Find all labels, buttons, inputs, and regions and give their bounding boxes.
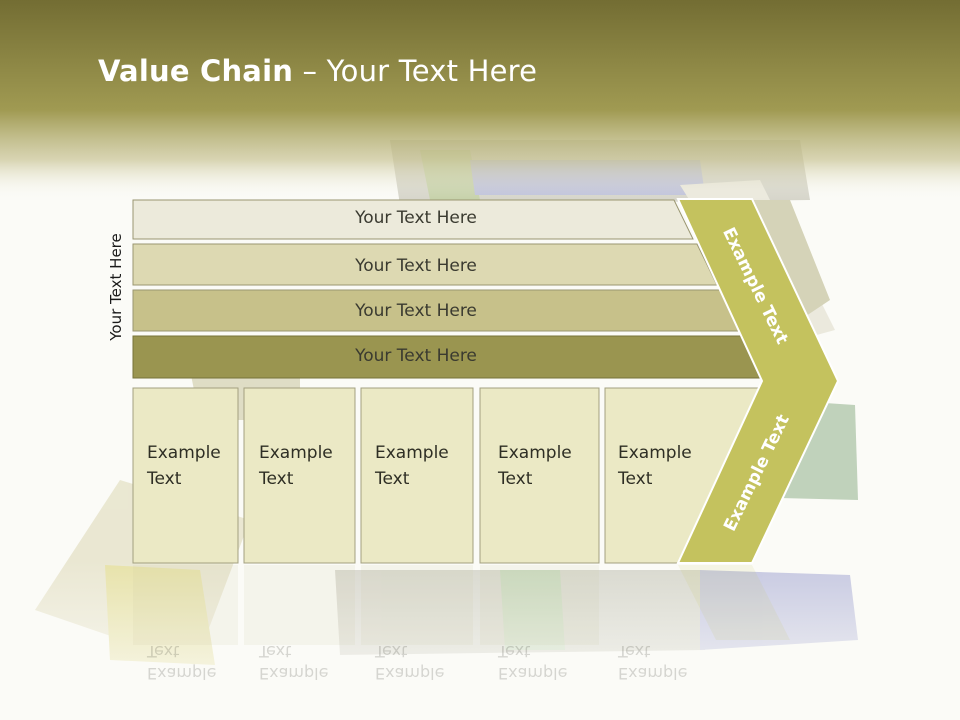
reflection-line1: Example bbox=[498, 664, 568, 683]
reflection-text-4: Example Text bbox=[498, 640, 567, 684]
row-bar-1 bbox=[132, 199, 694, 240]
reflection-line1: Example bbox=[375, 664, 445, 683]
slide-title: Value Chain – Your Text Here bbox=[98, 54, 537, 88]
reflection-line1: Example bbox=[147, 664, 217, 683]
reflection-line2: Text bbox=[147, 642, 180, 661]
column-text-2-line1: Example bbox=[259, 443, 333, 463]
row-label-4: Your Text Here bbox=[355, 346, 477, 366]
column-text-5-line2: Text bbox=[618, 469, 653, 489]
row-label-2: Your Text Here bbox=[355, 256, 477, 276]
primary-columns bbox=[132, 387, 763, 564]
side-label: Your Text Here bbox=[107, 233, 125, 341]
column-text-1-line2: Text bbox=[147, 469, 182, 489]
row-label-1: Your Text Here bbox=[355, 208, 477, 228]
column-text-4-line1: Example bbox=[498, 443, 572, 463]
reflection-text-5: Example Text bbox=[618, 640, 687, 684]
reflection-line2: Text bbox=[498, 642, 531, 661]
reflection-line2: Text bbox=[618, 642, 651, 661]
reflection-line1: Example bbox=[259, 664, 329, 683]
reflection-line2: Text bbox=[259, 642, 292, 661]
column-text-4: Example Text bbox=[498, 440, 572, 492]
column-text-2: Example Text bbox=[259, 440, 333, 492]
column-text-5: Example Text bbox=[618, 440, 692, 492]
column-text-2-line2: Text bbox=[259, 469, 294, 489]
column-box-3 bbox=[360, 387, 474, 564]
row-label-3: Your Text Here bbox=[355, 301, 477, 321]
title-bold: Value Chain bbox=[98, 54, 294, 88]
column-text-5-line1: Example bbox=[618, 443, 692, 463]
floor-fade bbox=[0, 560, 960, 720]
header-band bbox=[0, 0, 960, 200]
column-box-4 bbox=[479, 387, 600, 564]
reflection-line2: Text bbox=[375, 642, 408, 661]
column-text-1-line1: Example bbox=[147, 443, 221, 463]
column-text-3-line1: Example bbox=[375, 443, 449, 463]
column-text-4-line2: Text bbox=[498, 469, 533, 489]
column-text-3: Example Text bbox=[375, 440, 449, 492]
reflection bbox=[133, 565, 790, 645]
reflection-text-3: Example Text bbox=[375, 640, 444, 684]
column-text-3-line2: Text bbox=[375, 469, 410, 489]
reflection-text-1: Example Text bbox=[147, 640, 216, 684]
reflection-text-2: Example Text bbox=[259, 640, 328, 684]
column-text-1: Example Text bbox=[147, 440, 221, 492]
column-box-1 bbox=[132, 387, 239, 564]
value-chevron bbox=[676, 198, 840, 564]
column-box-2 bbox=[243, 387, 356, 564]
title-rest: – Your Text Here bbox=[293, 54, 538, 88]
reflection-line1: Example bbox=[618, 664, 688, 683]
support-rows bbox=[132, 199, 764, 379]
